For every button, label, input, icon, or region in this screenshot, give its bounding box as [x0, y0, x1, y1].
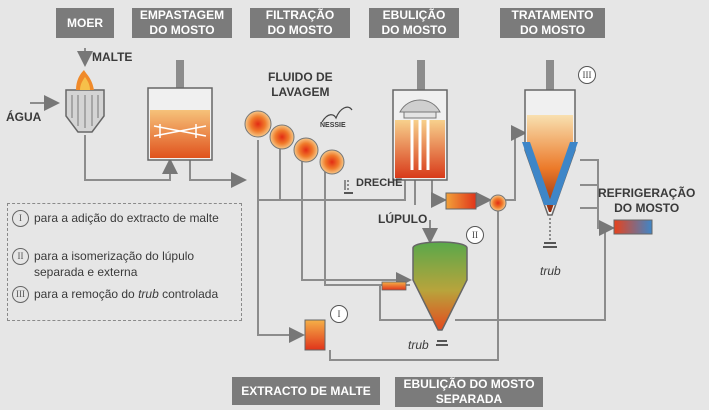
lauter-filters: [244, 110, 507, 212]
marker-two: II: [466, 226, 484, 244]
legend-num-1: I: [12, 210, 29, 227]
marker-one: I: [330, 305, 348, 323]
legend-item-2: II para a isomerização do lúpulo separada…: [12, 248, 234, 280]
header-extracto: EXTRACTO DE MALTE: [232, 377, 380, 405]
cooling-exchanger: [613, 219, 653, 235]
label-lupulo: LÚPULO: [378, 212, 428, 226]
label-trub-top: trub: [540, 264, 561, 278]
whirlpool-cone: [522, 60, 578, 216]
header-tratamento: TRATAMENTO DO MOSTO: [500, 8, 605, 38]
pipes: [30, 48, 615, 361]
header-empastagem-text: EMPASTAGEM DO MOSTO: [139, 8, 225, 37]
legend-text-3-b: controlada: [158, 287, 219, 301]
trub-markers: [344, 192, 557, 346]
label-trub-bottom: trub: [408, 338, 429, 352]
label-fluido: FLUIDO DE LAVAGEM: [268, 70, 333, 99]
header-moer: MOER: [56, 8, 114, 38]
legend-item-3: III para a remoção do trub controlada: [12, 286, 234, 303]
legend-text-3-a: para a remoção do: [34, 287, 139, 301]
legend-num-2: II: [12, 248, 29, 265]
nessie-logo: [321, 106, 353, 123]
header-empastagem: EMPASTAGEM DO MOSTO: [132, 8, 232, 38]
mill: [65, 70, 105, 133]
label-dreche: DRECHE: [356, 177, 403, 189]
label-malte: MALTE: [92, 50, 133, 64]
hop-dosing-tube: [381, 281, 407, 291]
hop-cone: [412, 241, 468, 331]
mash-tun: [147, 60, 213, 161]
extract-tank: [304, 319, 326, 351]
label-nessie: NESSIE: [320, 122, 346, 129]
legend-text-3: para a remoção do trub controlada: [34, 286, 234, 302]
label-refrigeracao: REFRIGERAÇÃO DO MOSTO: [598, 186, 696, 215]
kettle: [392, 60, 448, 181]
header-ebulicao-separada-text: EBULIÇÃO DO MOSTO SEPARADA: [403, 377, 535, 406]
legend-text-3-em: trub: [138, 287, 159, 301]
header-ebulicao: EBULIÇÃO DO MOSTO: [369, 8, 459, 38]
header-tratamento-text: TRATAMENTO DO MOSTO: [511, 8, 594, 37]
label-agua: ÁGUA: [6, 110, 42, 124]
header-filtracao-text: FILTRAÇÃO DO MOSTO: [265, 8, 335, 37]
legend-text-2: para a isomerização do lúpulo separada e…: [34, 249, 195, 279]
legend-text-1: para a adição do extracto de malte: [34, 211, 219, 225]
header-ebulicao-text: EBULIÇÃO DO MOSTO: [381, 8, 447, 37]
header-filtracao: FILTRAÇÃO DO MOSTO: [250, 8, 350, 38]
legend-num-3: III: [12, 286, 29, 303]
marker-three: III: [578, 66, 596, 84]
header-ebulicao-separada: EBULIÇÃO DO MOSTO SEPARADA: [395, 377, 543, 407]
heat-exchanger-1: [445, 192, 477, 210]
